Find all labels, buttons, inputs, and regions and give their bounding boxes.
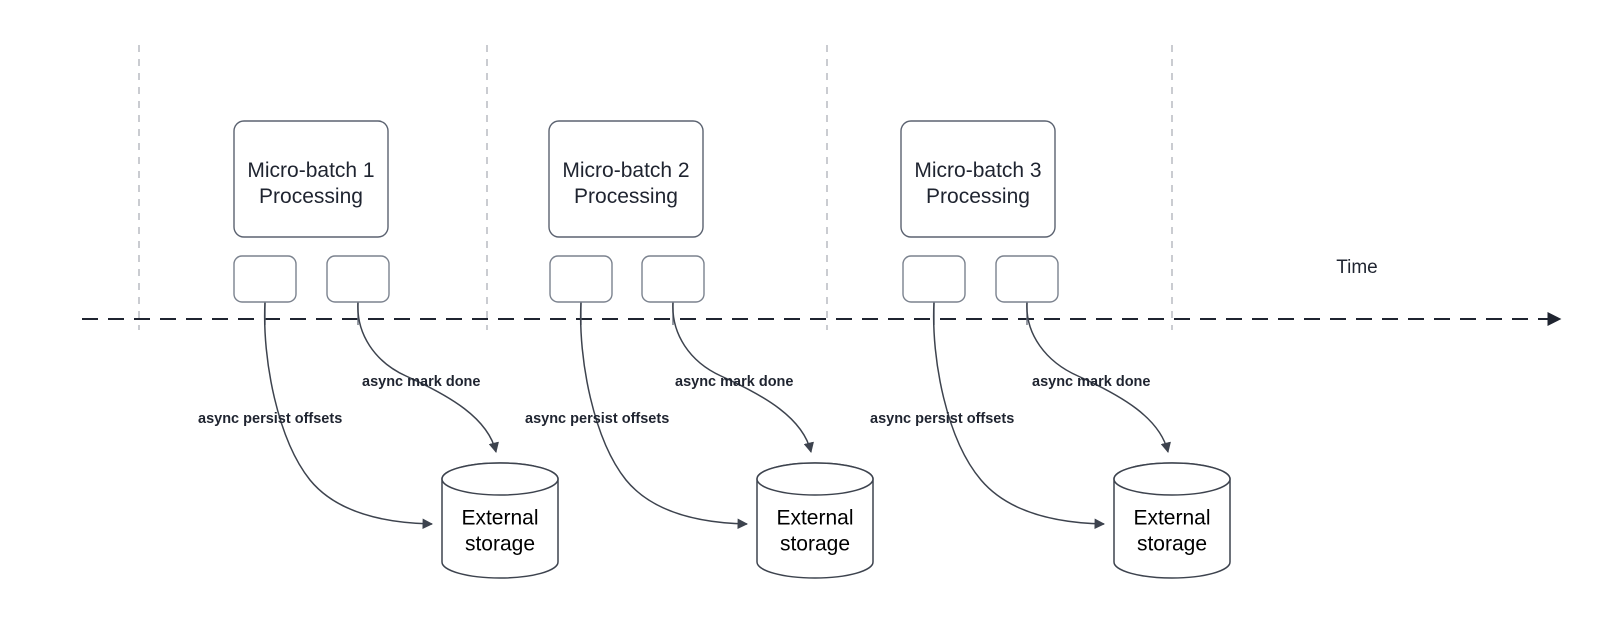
external-storage-label-line1-2: External (776, 507, 853, 530)
micro-batch-title-2: Micro-batch 2 (562, 159, 689, 182)
async-persist-offsets-edge-label-2: async persist offsets (525, 411, 669, 427)
async-mark-done-edge-2 (672, 301, 814, 454)
micro-batch-subtitle-1: Processing (259, 185, 363, 208)
async-persist-offsets-edge-label-1: async persist offsets (198, 411, 342, 427)
async-persist-offsets-edge-label-3: async persist offsets (870, 411, 1014, 427)
persist-offsets-task-2[interactable] (549, 255, 613, 303)
external-storage-cylinder-top-1 (441, 462, 559, 496)
async-persist-offsets-edge-1 (263, 301, 434, 530)
external-storage-label-line1-3: External (1133, 507, 1210, 530)
async-mark-done-edge-1 (357, 301, 499, 454)
mark-done-task-2[interactable] (641, 255, 705, 303)
mark-done-task-3[interactable] (995, 255, 1059, 303)
external-storage-label-line2-3: storage (1137, 533, 1207, 556)
micro-batch-subtitle-3: Processing (926, 185, 1030, 208)
micro-batch-title-3: Micro-batch 3 (914, 159, 1041, 182)
micro-batch-subtitle-2: Processing (574, 185, 678, 208)
async-mark-done-edge-3 (1026, 301, 1171, 454)
edge-labels-layer: async persist offsets async mark done asyn… (198, 374, 1150, 427)
async-persist-offsets-edge-3 (932, 301, 1106, 530)
time-axis: Time (82, 257, 1562, 326)
micro-batch-box-2[interactable] (548, 120, 704, 238)
async-mark-done-edge-label-2: async mark done (675, 374, 793, 390)
async-mark-done-edge-label-3: async mark done (1032, 374, 1150, 390)
micro-batch-box-1[interactable] (233, 120, 389, 238)
micro-batch-title-1: Micro-batch 1 (247, 159, 374, 182)
mark-done-task-1[interactable] (326, 255, 390, 303)
persist-offsets-task-1[interactable] (233, 255, 297, 303)
batch-boundary-lines (138, 45, 1173, 330)
external-storage-label-line1-1: External (461, 507, 538, 530)
time-axis-label: Time (1336, 257, 1378, 278)
persist-offsets-task-3[interactable] (902, 255, 966, 303)
micro-batch-box-3[interactable] (900, 120, 1056, 238)
async-mark-done-edge-label-1: async mark done (362, 374, 480, 390)
async-persist-offsets-edge-2 (579, 301, 749, 530)
external-storage-label-line2-1: storage (465, 533, 535, 556)
flow-edges-layer (263, 301, 1171, 530)
external-storage-cylinder-top-2 (756, 462, 874, 496)
external-storage-label-line2-2: storage (780, 533, 850, 556)
external-storage-cylinder-top-3 (1113, 462, 1231, 496)
